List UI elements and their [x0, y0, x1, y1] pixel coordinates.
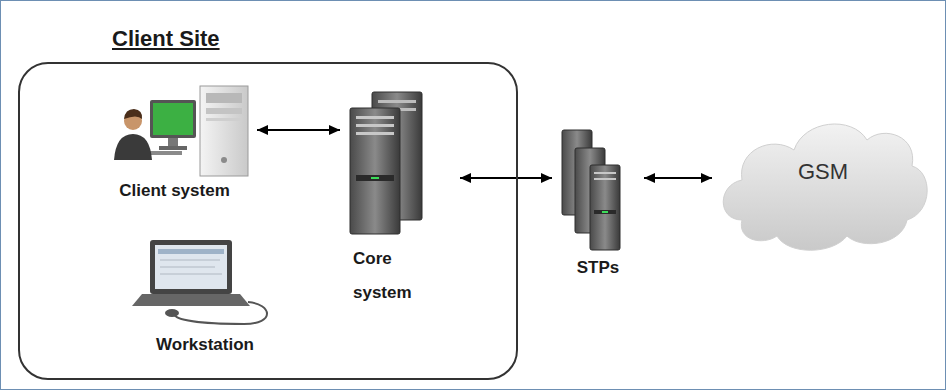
workstation-laptop-icon-part: [150, 240, 232, 294]
gsm-cloud: GSM: [712, 100, 934, 260]
core-system-servers-icon-part: [356, 132, 394, 135]
client-system-icon-part: [153, 103, 193, 135]
core-system-servers-icon-part: [371, 177, 379, 179]
workstation-laptop-icon-part: [132, 294, 250, 306]
core-system-servers-icon-part: [356, 124, 394, 127]
stp-servers-icon-part: [594, 210, 616, 214]
client-system-icon: [114, 86, 248, 176]
double-arrow-connector: [460, 177, 552, 179]
node-label: Client system: [119, 181, 230, 201]
client-system-icon-part: [114, 134, 152, 160]
workstation-node: Workstation: [130, 232, 280, 357]
client-system-icon-part: [200, 86, 248, 176]
stp-servers-icon-part: [590, 165, 620, 250]
client-system-node: Client system: [92, 85, 257, 203]
workstation-laptop-icon-part: [155, 245, 227, 289]
stp-node: STPs: [552, 125, 644, 280]
core-system-servers-icon: [350, 92, 422, 234]
core-system-servers-icon-part: [356, 116, 394, 119]
double-arrow-connector: [257, 129, 340, 131]
node-label: Core system: [353, 242, 423, 310]
client-system-icon-part: [221, 157, 227, 163]
workstation-laptop-icon-part: [158, 249, 224, 254]
client-system-icon-part: [159, 146, 187, 150]
stp-servers-icon-part: [594, 178, 616, 180]
workstation-laptop-icon-part: [174, 302, 267, 324]
cloud-outline: [723, 124, 927, 250]
core-system-node: Core system: [340, 85, 460, 310]
stp-servers-icon-part: [602, 211, 608, 213]
node-label: STPs: [577, 258, 620, 278]
stp-servers-icon: [562, 130, 620, 250]
double-arrow-connector: [644, 177, 712, 179]
core-system-servers-icon-part: [356, 175, 394, 181]
workstation-laptop-icon-part: [160, 274, 222, 275]
region-heading: Client Site: [112, 26, 220, 52]
client-system-icon-part: [150, 100, 196, 138]
workstation-laptop-icon: [132, 240, 267, 324]
node-label: Workstation: [156, 335, 254, 355]
client-system-icon-part: [124, 109, 142, 119]
client-system-icon-part: [168, 138, 178, 146]
node-label: GSM: [798, 159, 848, 185]
site-region: Client SiteClient systemWorkstationCore …: [18, 62, 518, 380]
workstation-laptop-icon-part: [160, 267, 215, 268]
workstation-laptop-icon-part: [165, 309, 179, 317]
client-system-icon-part: [206, 93, 242, 103]
client-system-icon-part: [206, 108, 242, 114]
core-system-servers-icon-part: [350, 108, 400, 234]
workstation-laptop-icon-part: [160, 260, 220, 261]
core-system-servers-icon-part: [378, 100, 416, 103]
stp-servers-icon-part: [594, 172, 616, 174]
client-system-icon-part: [206, 118, 242, 121]
